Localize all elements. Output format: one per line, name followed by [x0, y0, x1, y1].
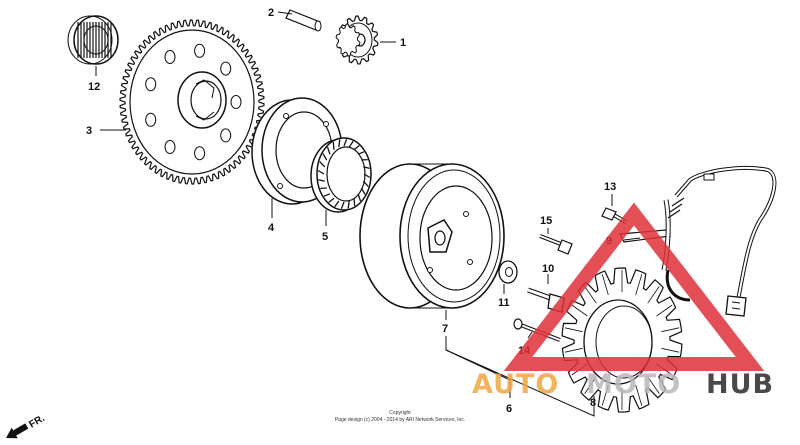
callout-15: 15: [540, 215, 552, 227]
callout-6: 6: [506, 403, 512, 415]
part-2-idle-gear-shaft: [285, 9, 322, 32]
part-7-flywheel-rotor: [359, 163, 505, 309]
callout-4: 4: [268, 222, 275, 234]
callout-5: 5: [322, 231, 328, 243]
callout-7: 7: [442, 323, 448, 335]
copyright-line-1: Copyright: [389, 410, 411, 416]
front-direction-arrow: FR.: [6, 413, 47, 439]
part-5-one-way-clutch: [310, 137, 372, 213]
callout-8: 8: [590, 397, 596, 409]
leader-lines: [95, 11, 641, 417]
watermark-word-moto: MOTO: [586, 369, 681, 400]
part-9-wire-holder-and-harness: [619, 165, 777, 317]
callout-2: 2: [268, 7, 274, 19]
callout-numbers: 1 2 3 4 5 6 7 8 9 10 11 12 13 14 15: [86, 7, 616, 415]
copyright-line-2: Page design (c) 2004 - 2014 by ARI Netwo…: [335, 417, 465, 423]
part-11-washer: [498, 260, 518, 284]
part-8-stator: [561, 267, 683, 413]
copyright-notice: Copyright Page design (c) 2004 - 2014 by…: [335, 410, 465, 423]
part-12-needle-bearing: [67, 15, 119, 65]
part-1-starter-idle-gear: [335, 15, 379, 65]
callout-10: 10: [542, 263, 554, 275]
part-3-starter-driven-gear: [119, 19, 265, 185]
callout-3: 3: [86, 125, 92, 137]
front-direction-label: FR.: [27, 413, 47, 431]
watermark-logo: AUTO MOTO HUB: [472, 202, 774, 400]
callout-13: 13: [604, 181, 616, 193]
callout-11: 11: [498, 297, 510, 309]
callout-12: 12: [88, 81, 100, 93]
watermark-word-hub: HUB: [706, 369, 774, 400]
watermark-word-auto: AUTO: [472, 369, 559, 400]
part-15-bolt: [539, 234, 573, 255]
watermark-triangle: [503, 202, 765, 371]
callout-1: 1: [400, 37, 406, 49]
